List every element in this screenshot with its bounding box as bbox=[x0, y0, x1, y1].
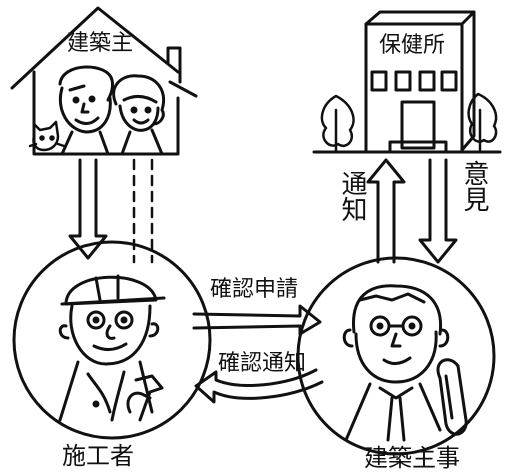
application-arrow bbox=[192, 304, 322, 336]
official-circle bbox=[296, 256, 496, 456]
opinion-label: 意見 bbox=[459, 160, 489, 212]
notice-arrow bbox=[194, 368, 324, 404]
builder-label: 施工者 bbox=[62, 442, 134, 470]
official-illustration bbox=[342, 284, 468, 442]
tree-left-illustration bbox=[320, 94, 355, 154]
owner-man-illustration bbox=[58, 65, 114, 156]
opinion-arrow bbox=[418, 158, 458, 264]
tree-right-illustration bbox=[467, 92, 498, 154]
builder-circle bbox=[12, 240, 212, 440]
official-label: 建築主事 bbox=[364, 444, 460, 472]
application-label: 確認申請 bbox=[210, 277, 298, 302]
notice-label: 確認通知 bbox=[218, 351, 306, 376]
health-center-label: 保健所 bbox=[379, 33, 445, 58]
cat-illustration bbox=[28, 120, 66, 152]
to-health-center-arrow bbox=[366, 158, 406, 264]
to-health-center-label: 通知 bbox=[337, 170, 367, 222]
owner-to-builder-arrow bbox=[68, 158, 108, 260]
builder-worker-illustration bbox=[58, 274, 166, 422]
health-center-building bbox=[312, 10, 502, 154]
owner-label: 建築主 bbox=[67, 31, 133, 56]
owner-woman-illustration bbox=[112, 74, 165, 156]
owner-house bbox=[10, 6, 198, 156]
